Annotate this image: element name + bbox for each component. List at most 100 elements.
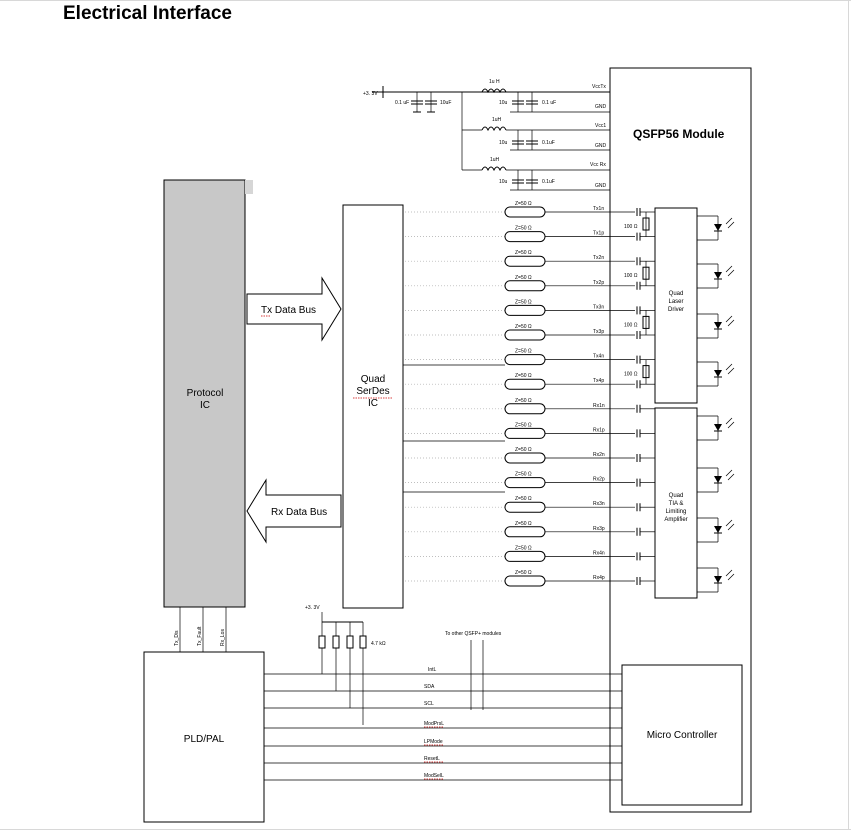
protocol-ic-shadow [245, 180, 253, 194]
lane-pin-1: Tx1n [593, 206, 604, 212]
stage1-cap-label-b: 0.1 uF [542, 100, 556, 106]
lane-impedance-12 [504, 477, 546, 489]
diode-body-4 [714, 370, 722, 377]
pld-pal-block [143, 651, 265, 823]
lane-pin-13: Rx3n [593, 501, 605, 507]
inductor-2-label: 1uH [492, 117, 502, 123]
lane-impedance-label-14: Z=50 Ω [515, 521, 532, 527]
rx-data-bus-arrow [246, 478, 342, 544]
diode-body-2 [714, 272, 722, 279]
tia-label-1: Quad [669, 493, 684, 499]
lane-pin-9: Rx1n [593, 403, 605, 409]
diode-ray-a-4 [725, 363, 733, 371]
diode-ray-a-8 [725, 569, 733, 577]
pullup-body-1 [318, 635, 326, 649]
lane-impedance-2 [504, 231, 546, 243]
lane-pin-6: Tx3p [593, 329, 604, 335]
pin-vccrx: Vcc Rx [590, 162, 606, 168]
pin-gnd-3: GND [595, 183, 607, 189]
control-line-label-4: ModPrsL [424, 721, 444, 727]
rx-data-bus-label: Rx Data Bus [271, 507, 327, 518]
laser-driver-block [654, 207, 698, 404]
bulk-cap-label-2: 10uF [440, 100, 451, 106]
lane-impedance-13 [504, 501, 546, 513]
lane-impedance-7 [504, 354, 546, 366]
stage2-cap-label-a: 10u [499, 140, 508, 146]
inductor-2 [481, 126, 507, 132]
pullup-body-2 [332, 635, 340, 649]
serdes-ic-label-2: SerDes [356, 386, 389, 397]
lane-pin-4: Tx2p [593, 280, 604, 286]
other-modules-label: To other QSFP+ modules [445, 631, 502, 637]
diode-ray-b-3 [727, 319, 735, 327]
lane-impedance-label-1: Z=50 Ω [515, 201, 532, 207]
tia-label-3: Limiting [666, 509, 687, 515]
tia-label-2: TIA & [669, 501, 684, 507]
diode-ray-a-6 [725, 469, 733, 477]
lane-impedance-11 [504, 452, 546, 464]
lane-impedance-label-11: Z=50 Ω [515, 447, 532, 453]
lane-impedance-label-8: Z=50 Ω [515, 373, 532, 379]
lane-impedance-10 [504, 427, 546, 439]
diode-ray-a-7 [725, 519, 733, 527]
control-line-label-3: SCL [424, 701, 434, 707]
term-label-1: 100 Ω [624, 224, 638, 230]
serdes-ic-label-1: Quad [361, 374, 385, 385]
stage3-cap-label-a: 10u [499, 179, 508, 185]
control-supply-label: +3. 3V [305, 605, 320, 611]
diode-body-6 [714, 476, 722, 483]
term-resistor-3 [642, 315, 650, 329]
laser-driver-label-2: Laser [668, 299, 683, 305]
lane-impedance-5 [504, 304, 546, 316]
serdes-ic-label-3: IC [368, 398, 378, 409]
lane-pin-14: Rx3p [593, 526, 605, 532]
serdes-ic-block [342, 204, 404, 609]
top-rule [0, 0, 851, 1]
pullup-body-4 [359, 635, 367, 649]
lane-pin-12: Rx2p [593, 477, 605, 483]
diode-ray-b-4 [727, 367, 735, 375]
control-line-label-7: ModSelL [424, 773, 444, 779]
inductor-1-label: 1u H [489, 79, 500, 85]
lane-impedance-9 [504, 403, 546, 415]
term-label-4: 100 Ω [624, 372, 638, 378]
pullup-body-3 [346, 635, 354, 649]
lane-impedance-3 [504, 255, 546, 267]
diode-ray-b-8 [727, 573, 735, 581]
lane-impedance-label-15: Z=50 Ω [515, 545, 532, 551]
control-line-label-5: LPMode [424, 739, 443, 745]
pld-pal-label: PLD/PAL [184, 734, 225, 745]
lane-impedance-4 [504, 280, 546, 292]
lane-impedance-label-9: Z=50 Ω [515, 398, 532, 404]
lane-pin-8: Tx4p [593, 378, 604, 384]
pin-vcc1: Vcc1 [595, 123, 606, 129]
protocol-ic-label-1: Protocol [187, 388, 224, 399]
diode-ray-a-2 [725, 265, 733, 273]
term-label-2: 100 Ω [624, 273, 638, 279]
pld-pin-tx-fault: Tx_Fault [197, 626, 203, 646]
lane-impedance-label-16: Z=50 Ω [515, 570, 532, 576]
term-resistor-1 [642, 217, 650, 231]
diode-body-5 [714, 424, 722, 431]
inductor-1 [481, 88, 507, 94]
lane-pin-3: Tx2n [593, 255, 604, 261]
lane-impedance-15 [504, 550, 546, 562]
lane-impedance-label-10: Z=50 Ω [515, 422, 532, 428]
term-resistor-2 [642, 266, 650, 280]
lane-impedance-label-12: Z=50 Ω [515, 472, 532, 478]
diode-body-1 [714, 224, 722, 231]
pullup-label: 4.7 kΩ [371, 641, 386, 647]
diode-ray-a-3 [725, 315, 733, 323]
protocol-ic-label-2: IC [200, 400, 210, 411]
pld-pin-tx-dis: Tx_Dis [174, 630, 180, 646]
laser-driver-label-1: Quad [669, 291, 684, 297]
protocol-ic-block [163, 179, 246, 608]
bottom-rule [0, 829, 851, 830]
diode-body-7 [714, 526, 722, 533]
term-resistor-4 [642, 365, 650, 379]
diode-ray-a-1 [725, 217, 733, 225]
qsfp-module-label: QSFP56 Module [633, 127, 725, 141]
